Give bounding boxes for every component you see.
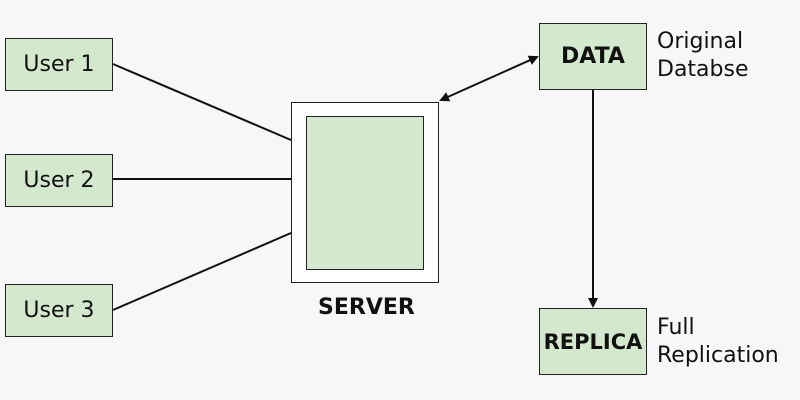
data-node: DATA	[539, 23, 647, 90]
user-2-node: User 2	[5, 154, 113, 207]
user-3-label: User 3	[23, 298, 95, 323]
connector-user3-server	[112, 232, 292, 311]
server-node	[291, 102, 439, 283]
data-note-line-2: Databse	[657, 57, 749, 82]
user-1-node: User 1	[5, 38, 113, 91]
data-note-line-1: Original	[657, 29, 744, 54]
connector-server-data	[439, 55, 539, 102]
replica-label: REPLICA	[543, 329, 643, 354]
user-3-node: User 3	[5, 284, 113, 337]
data-label: DATA	[561, 44, 625, 69]
replica-note-line-2: Replication	[657, 343, 779, 368]
replica-note: Full Replication	[657, 314, 779, 370]
server-body	[306, 116, 424, 270]
user-2-label: User 2	[23, 168, 95, 193]
replica-note-line-1: Full	[657, 315, 695, 340]
connector-user1-server	[112, 63, 292, 141]
replica-node: REPLICA	[539, 308, 647, 375]
user-1-label: User 1	[23, 52, 95, 77]
data-note: Original Databse	[657, 28, 749, 84]
server-label: SERVER	[318, 295, 415, 320]
